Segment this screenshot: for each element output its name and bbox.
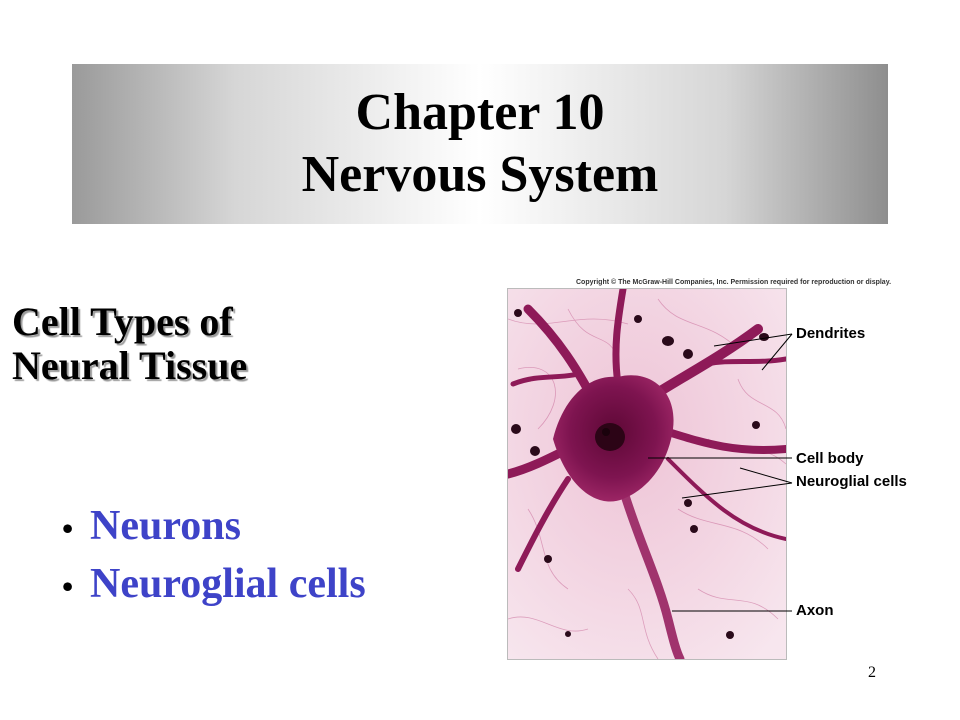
page-number: 2 xyxy=(868,664,876,681)
title-line-1: Chapter 10 xyxy=(355,84,605,141)
section-heading-line-1: Cell Types of xyxy=(12,299,233,344)
label-cell-body: Cell body xyxy=(796,450,864,467)
bullet-item-neurons: • Neurons xyxy=(62,498,366,556)
neuron-micrograph xyxy=(507,288,787,660)
bullet-text: Neurons xyxy=(90,503,241,549)
title-line-2: Nervous System xyxy=(301,146,659,203)
section-heading: Cell Types of Neural Tissue xyxy=(12,300,247,388)
neuron-figure: Copyright © The McGraw-Hill Companies, I… xyxy=(500,272,946,662)
label-neuroglial-cells: Neuroglial cells xyxy=(796,473,907,490)
label-dendrites: Dendrites xyxy=(796,325,866,342)
bullet-icon: • xyxy=(62,568,74,604)
section-heading-line-2: Neural Tissue xyxy=(12,343,248,388)
bullet-icon: • xyxy=(62,510,74,546)
title-banner: Chapter 10 Nervous System xyxy=(72,64,888,224)
label-axon: Axon xyxy=(796,602,834,619)
copyright-notice: Copyright © The McGraw-Hill Companies, I… xyxy=(576,279,892,286)
bullet-text: Neuroglial cells xyxy=(90,561,366,607)
micrograph-drawing xyxy=(508,289,786,659)
bullet-list: • Neurons • Neuroglial cells xyxy=(62,498,366,614)
bullet-item-neuroglial-cells: • Neuroglial cells xyxy=(62,556,366,614)
